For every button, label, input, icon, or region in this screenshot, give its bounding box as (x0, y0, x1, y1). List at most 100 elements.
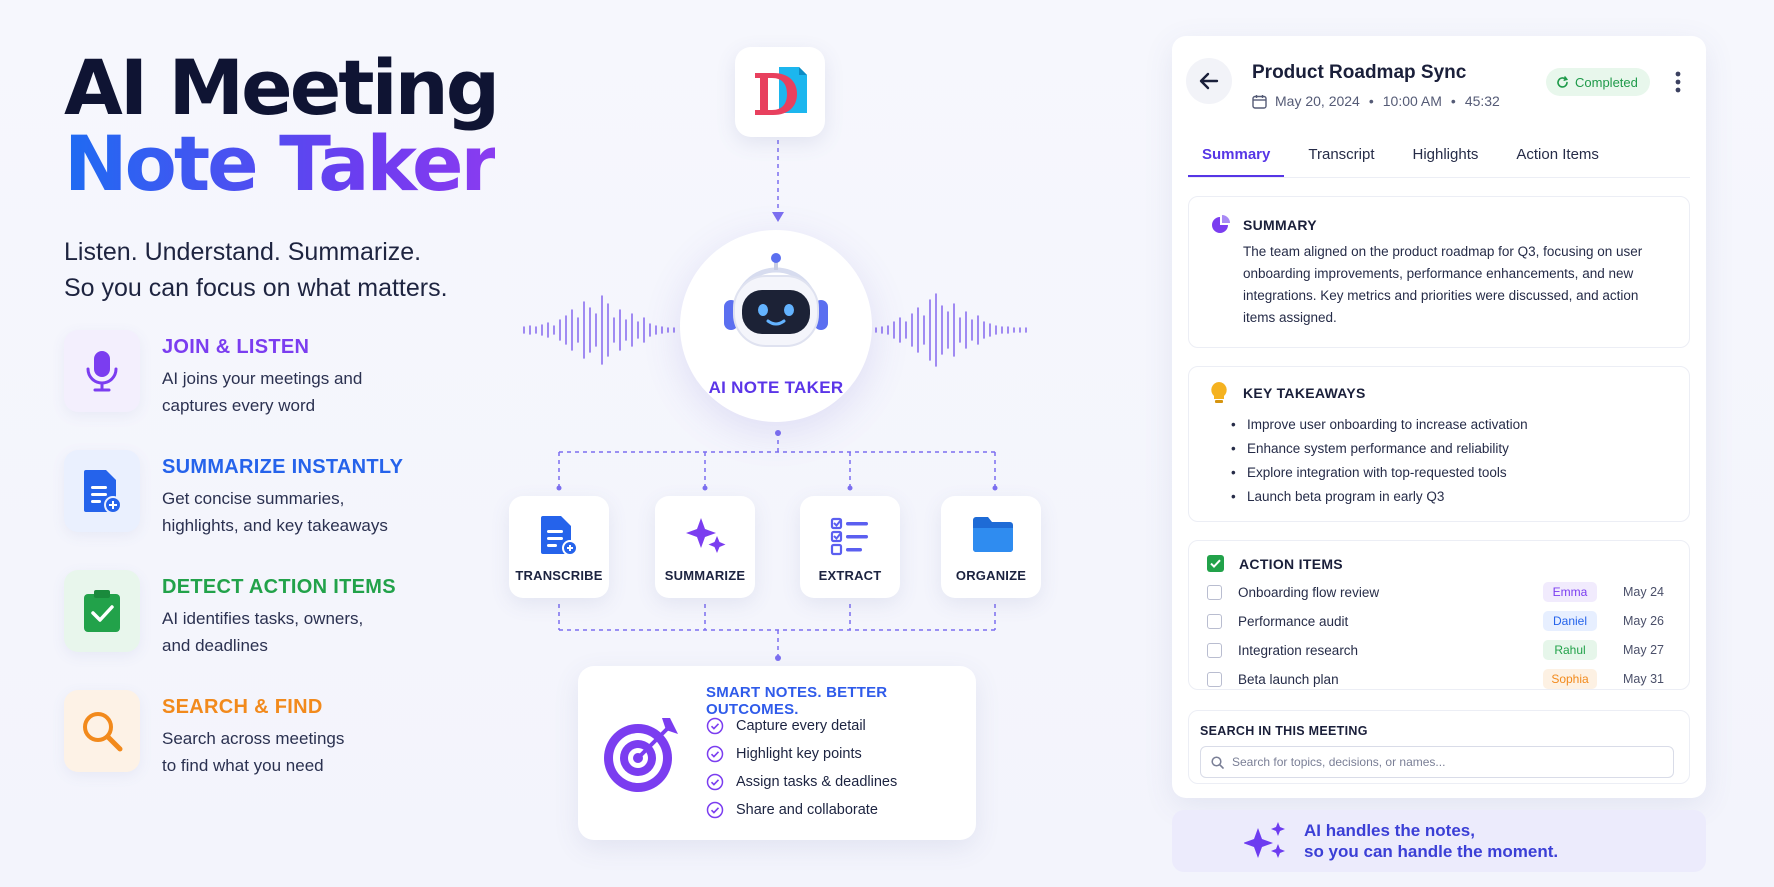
due-date: May 31 (1623, 672, 1664, 686)
hero-title-line2: Note Taker (64, 119, 498, 208)
app-logo (735, 47, 825, 137)
tool-label: SUMMARIZE (664, 568, 746, 583)
feature-desc-line1: AI joins your meetings and (162, 369, 363, 388)
list-item: Share and collaborate (706, 796, 897, 824)
tab-summary[interactable]: Summary (1188, 132, 1285, 177)
list-item: Capture every detail (706, 712, 897, 740)
robot-icon (724, 253, 828, 347)
summary-heading: SUMMARY (1243, 217, 1317, 233)
search-label: SEARCH IN THIS MEETING (1200, 724, 1368, 738)
tool-organize[interactable]: ORGANIZE (941, 496, 1041, 598)
action-items-card: ACTION ITEMS Onboarding flow review Emma… (1188, 540, 1690, 690)
checklist-icon (830, 517, 868, 556)
tool-label: EXTRACT (818, 568, 882, 583)
smart-notes-list: Capture every detail Highlight key point… (706, 712, 897, 824)
refresh-check-icon (1557, 75, 1569, 88)
back-button[interactable] (1186, 58, 1232, 104)
clipboard-check-icon (64, 570, 140, 652)
meeting-panel: Product Roadmap Sync May 20, 2024 • 10:0… (1172, 36, 1706, 798)
feature-desc-line2: captures every word (162, 396, 316, 415)
check-circle-icon (706, 801, 724, 819)
smart-notes-title: SMART NOTES. BETTER OUTCOMES. (706, 684, 888, 718)
list-item: Enhance system performance and reliabili… (1231, 437, 1528, 461)
arrow-left-icon (1199, 72, 1219, 90)
list-item: Improve user onboarding to increase acti… (1231, 413, 1528, 437)
checkbox-checked-icon (1207, 555, 1224, 572)
transcribe-icon (541, 516, 578, 556)
ai-note-taker-label: AI NOTE TAKER (708, 378, 844, 397)
takeaways-list: Improve user onboarding to increase acti… (1231, 413, 1528, 509)
summary-card: SUMMARY The team aligned on the product … (1188, 196, 1690, 348)
table-row: Integration research Rahul May 27 (1207, 637, 1671, 663)
owner-badge: Sophia (1543, 669, 1597, 689)
feature-title: JOIN & LISTEN (162, 336, 310, 358)
status-text: Completed (1575, 74, 1638, 90)
more-options-icon[interactable] (1672, 70, 1684, 94)
lightbulb-icon (1211, 382, 1227, 403)
meta-separator: • (1368, 93, 1374, 109)
owner-badge: Daniel (1543, 611, 1597, 631)
search-box (1200, 746, 1674, 778)
list-item: Highlight key points (706, 740, 897, 768)
search-icon (64, 690, 140, 772)
summary-text: The team aligned on the product roadmap … (1243, 244, 1643, 325)
action-name: Onboarding flow review (1238, 584, 1380, 600)
action-checkbox[interactable] (1207, 584, 1222, 600)
document-icon (64, 450, 140, 532)
banner-text: AI handles the notes, so you can handle … (1304, 820, 1558, 862)
sparkle-icon (686, 518, 726, 553)
tab-transcript[interactable]: Transcript (1308, 146, 1375, 163)
ai-note-taker-hub (680, 230, 872, 422)
feature-list: JOIN & LISTEN AI joins your meetings and… (64, 330, 484, 810)
feature-title: SEARCH & FIND (162, 696, 323, 718)
feature-title: DETECT ACTION ITEMS (162, 576, 396, 598)
app-logo-icon (755, 67, 807, 115)
list-item: Assign tasks & deadlines (706, 768, 897, 796)
folder-icon (973, 517, 1013, 552)
meeting-time: 10:00 AM (1382, 93, 1442, 109)
smart-notes-card: SMART NOTES. BETTER OUTCOMES. Capture ev… (578, 666, 976, 840)
action-items-heading: ACTION ITEMS (1239, 556, 1343, 572)
due-date: May 24 (1623, 585, 1664, 599)
tool-extract[interactable]: EXTRACT (800, 496, 900, 598)
tool-label: TRANSCRIBE (515, 568, 603, 583)
table-row: Onboarding flow review Emma May 24 (1207, 579, 1671, 605)
search-input[interactable] (1232, 755, 1652, 769)
tab-highlights[interactable]: Highlights (1412, 146, 1479, 163)
owner-badge: Emma (1543, 582, 1597, 602)
feature-action-items: DETECT ACTION ITEMS AI identifies tasks,… (64, 570, 484, 690)
meeting-tabs: Summary Transcript Highlights Action Ite… (1188, 132, 1690, 178)
sparkles-icon (1244, 822, 1285, 858)
smart-note-text: Highlight key points (736, 746, 862, 762)
check-circle-icon (706, 745, 724, 763)
tool-transcribe[interactable]: TRANSCRIBE (509, 496, 609, 598)
meeting-duration: 45:32 (1464, 93, 1500, 109)
calendar-icon (1252, 94, 1267, 109)
feature-desc-line1: AI identifies tasks, owners, (162, 609, 364, 628)
meeting-title: Product Roadmap Sync (1252, 62, 1467, 83)
action-name: Integration research (1238, 642, 1359, 658)
key-takeaways-card: KEY TAKEAWAYS Improve user onboarding to… (1188, 366, 1690, 522)
target-icon (604, 718, 678, 792)
check-circle-icon (706, 717, 724, 735)
action-checkbox[interactable] (1207, 613, 1222, 629)
search-icon (1211, 755, 1224, 769)
table-row: Performance audit Daniel May 26 (1207, 608, 1671, 634)
action-checkbox[interactable] (1207, 642, 1222, 658)
action-name: Beta launch plan (1238, 671, 1339, 687)
feature-title: SUMMARIZE INSTANTLY (162, 456, 404, 478)
list-item: Launch beta program in early Q3 (1231, 485, 1528, 509)
tool-label: ORGANIZE (955, 568, 1027, 583)
feature-desc-line2: highlights, and key takeaways (162, 516, 388, 535)
microphone-icon (64, 330, 140, 412)
banner-line1: AI handles the notes, (1304, 821, 1475, 840)
action-name: Performance audit (1238, 613, 1349, 629)
smart-note-text: Share and collaborate (736, 802, 878, 818)
hero-title: AI Meeting Note Taker (64, 50, 504, 202)
tool-summarize[interactable]: SUMMARIZE (655, 496, 755, 598)
tab-action-items[interactable]: Action Items (1516, 146, 1599, 163)
action-checkbox[interactable] (1207, 671, 1222, 687)
due-date: May 27 (1623, 643, 1664, 657)
